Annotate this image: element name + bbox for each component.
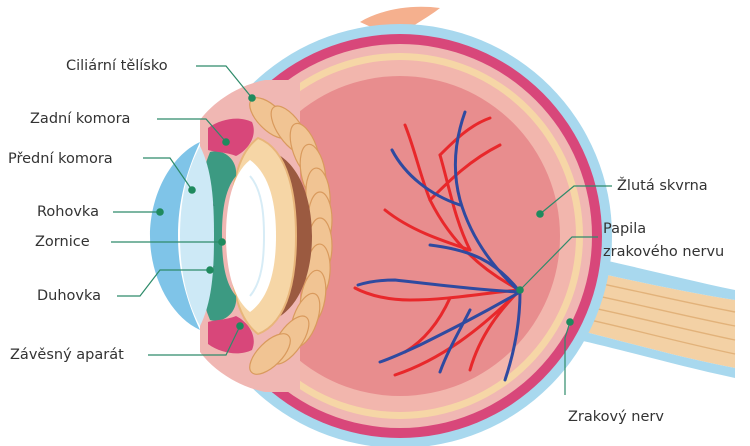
marker-iris — [206, 266, 214, 274]
marker-optic-nerve — [566, 318, 574, 326]
marker-anterior-chamber — [188, 186, 196, 194]
label-optic-nerve: Zrakový nerv — [568, 409, 664, 425]
marker-ciliary-body — [248, 94, 256, 102]
marker-posterior-chamber — [222, 138, 230, 146]
label-posterior-chamber: Zadní komora — [30, 111, 130, 127]
marker-macula — [536, 210, 544, 218]
label-optic-disc-line1: Papila — [603, 221, 646, 237]
label-pupil: Zornice — [35, 234, 90, 250]
marker-optic-disc — [516, 286, 524, 294]
label-macula: Žlutá skvrna — [617, 176, 708, 194]
label-zonular-apparatus: Závěsný aparát — [10, 347, 124, 363]
marker-zonular — [236, 322, 244, 330]
label-anterior-chamber: Přední komora — [8, 151, 113, 167]
label-cornea: Rohovka — [37, 204, 99, 220]
label-optic-disc-line2: zrakového nervu — [603, 244, 724, 260]
label-ciliary-body: Ciliární tělísko — [66, 58, 168, 74]
marker-pupil — [218, 238, 226, 246]
label-iris: Duhovka — [37, 288, 101, 304]
marker-cornea — [156, 208, 164, 216]
